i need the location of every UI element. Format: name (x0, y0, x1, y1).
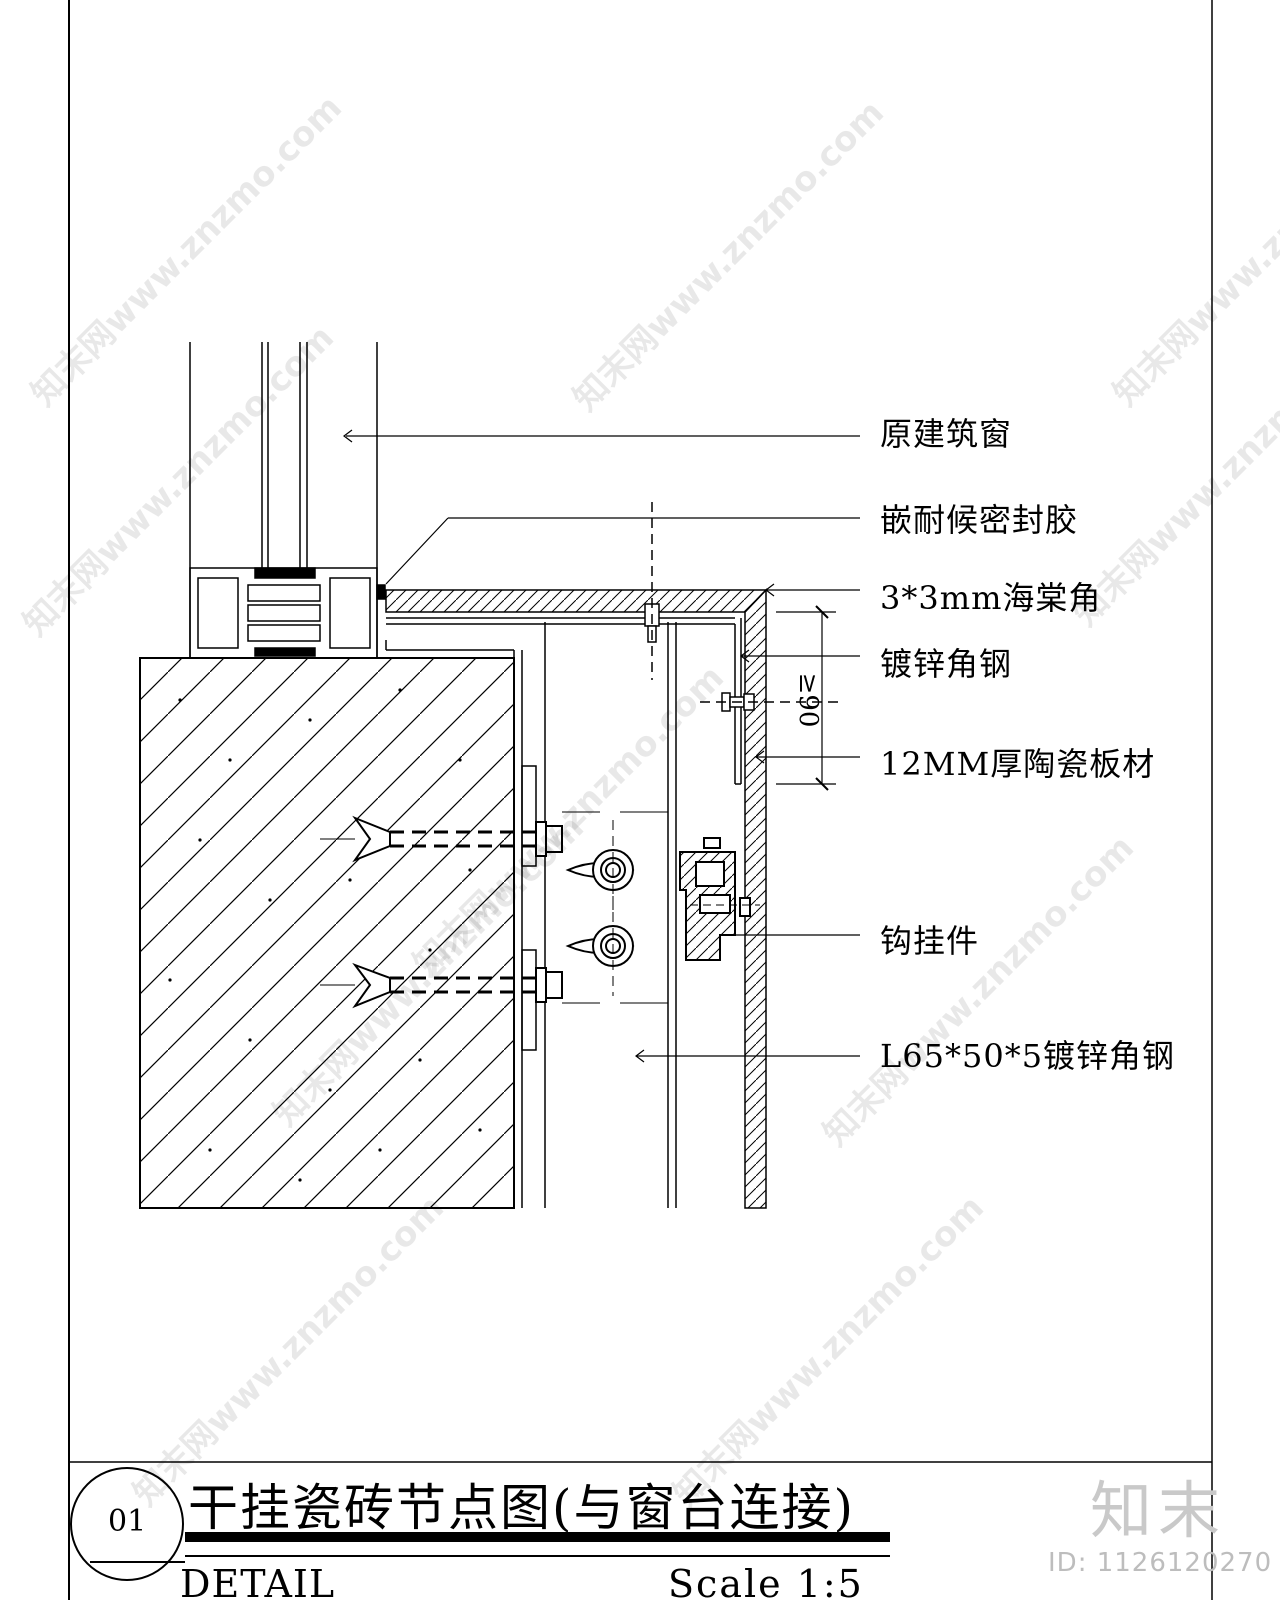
dimension-text: ≥90 (793, 673, 823, 728)
callout-angle-steel: 镀锌角钢 (880, 645, 1013, 683)
callout-sealant: 嵌耐候密封胶 (880, 501, 1079, 539)
callout-window: 原建筑窗 (880, 415, 1013, 453)
ceramic-panel (385, 588, 768, 1209)
bolts (644, 502, 840, 712)
drawing-title: 干挂瓷砖节点图(与窗台连接) (188, 1479, 856, 1537)
callout-chamfer: 3*3mm海棠角 (880, 579, 1102, 617)
detail-number: 01 (108, 1504, 147, 1539)
image-id: ID: 1126120270 (1048, 1548, 1273, 1578)
callout-ceramic-panel: 12MM厚陶瓷板材 (880, 745, 1156, 783)
callout-hook: 钩挂件 (880, 922, 980, 960)
sheet-frame (68, 0, 1213, 1600)
window-frame (189, 342, 386, 659)
leader-lines (343, 429, 860, 1063)
brand-logo: 知末 (1090, 1474, 1227, 1547)
callout-l-angle: L65*50*5镀锌角钢 (880, 1037, 1176, 1075)
concrete-wall (139, 657, 515, 1209)
drawing-subtitle: DETAIL (180, 1562, 336, 1606)
anchor-bolts (320, 811, 668, 1009)
dimension-line (776, 605, 836, 791)
drawing-scale: Scale 1:5 (668, 1562, 864, 1606)
hook-fitting (679, 837, 760, 961)
wing-nuts (565, 820, 635, 996)
steel-keel (385, 622, 677, 1208)
title-block (70, 1467, 890, 1581)
